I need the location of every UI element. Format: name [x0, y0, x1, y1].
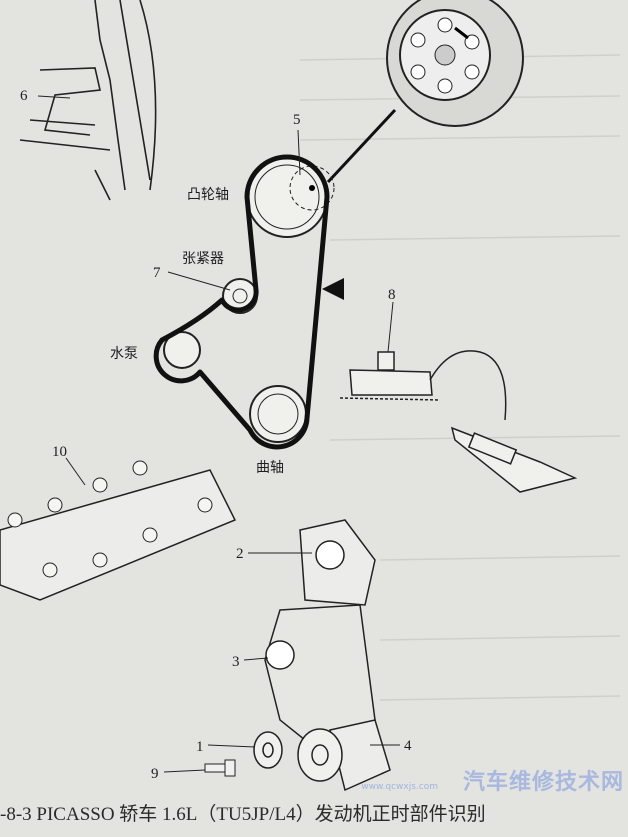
label-4: 4: [404, 738, 412, 754]
label-crankshaft: 曲轴: [256, 460, 284, 476]
label-7: 7: [153, 265, 161, 281]
label-camshaft: 凸轮轴: [187, 187, 229, 203]
label-8: 8: [388, 287, 396, 303]
crankshaft-pulley-inner: [257, 393, 299, 435]
label-water-pump: 水泵: [110, 346, 138, 362]
part-3-lower-cover: [264, 604, 376, 761]
leader-6: [37, 95, 71, 99]
detail-circle: [289, 165, 335, 211]
label-10: 10: [52, 444, 67, 460]
bubble-pointer-line: [326, 108, 397, 184]
part-4-crank-cover: [329, 719, 391, 792]
label-2: 2: [236, 546, 244, 562]
figure-caption: -8-3 PICASSO 轿车 1.6L（TU5JP/L4）发动机正时部件识别: [0, 804, 486, 825]
part-2-upper-cover: [299, 519, 376, 606]
label-3: 3: [232, 654, 240, 670]
water-pump-pulley: [163, 331, 201, 369]
part-6-bracket: [19, 0, 157, 201]
label-5: 5: [293, 112, 301, 128]
tensioner-hub: [232, 288, 248, 304]
leader-10: [65, 457, 86, 486]
watermark: 汽车维修技术网: [462, 770, 624, 795]
leaders: [163, 129, 400, 773]
camshaft-pulley-inner: [254, 164, 320, 230]
watermark-url: www.qcwxjs.com: [361, 782, 438, 792]
part-9-bolt: [204, 759, 236, 777]
part-10-cylinder-head-cover: [0, 460, 237, 601]
direction-arrow-icon: [322, 278, 344, 300]
timing-mark: [309, 185, 315, 191]
part-8-timing-tool: [339, 350, 578, 493]
timing-belt: [153, 154, 330, 450]
leader-8: [387, 301, 394, 353]
label-1: 1: [196, 739, 204, 755]
camshaft-detail-bubble: [386, 0, 524, 127]
label-9: 9: [151, 766, 159, 782]
label-6: 6: [20, 88, 28, 104]
label-tensioner: 张紧器: [182, 251, 224, 267]
part-1-crank-pulley: [253, 728, 343, 782]
